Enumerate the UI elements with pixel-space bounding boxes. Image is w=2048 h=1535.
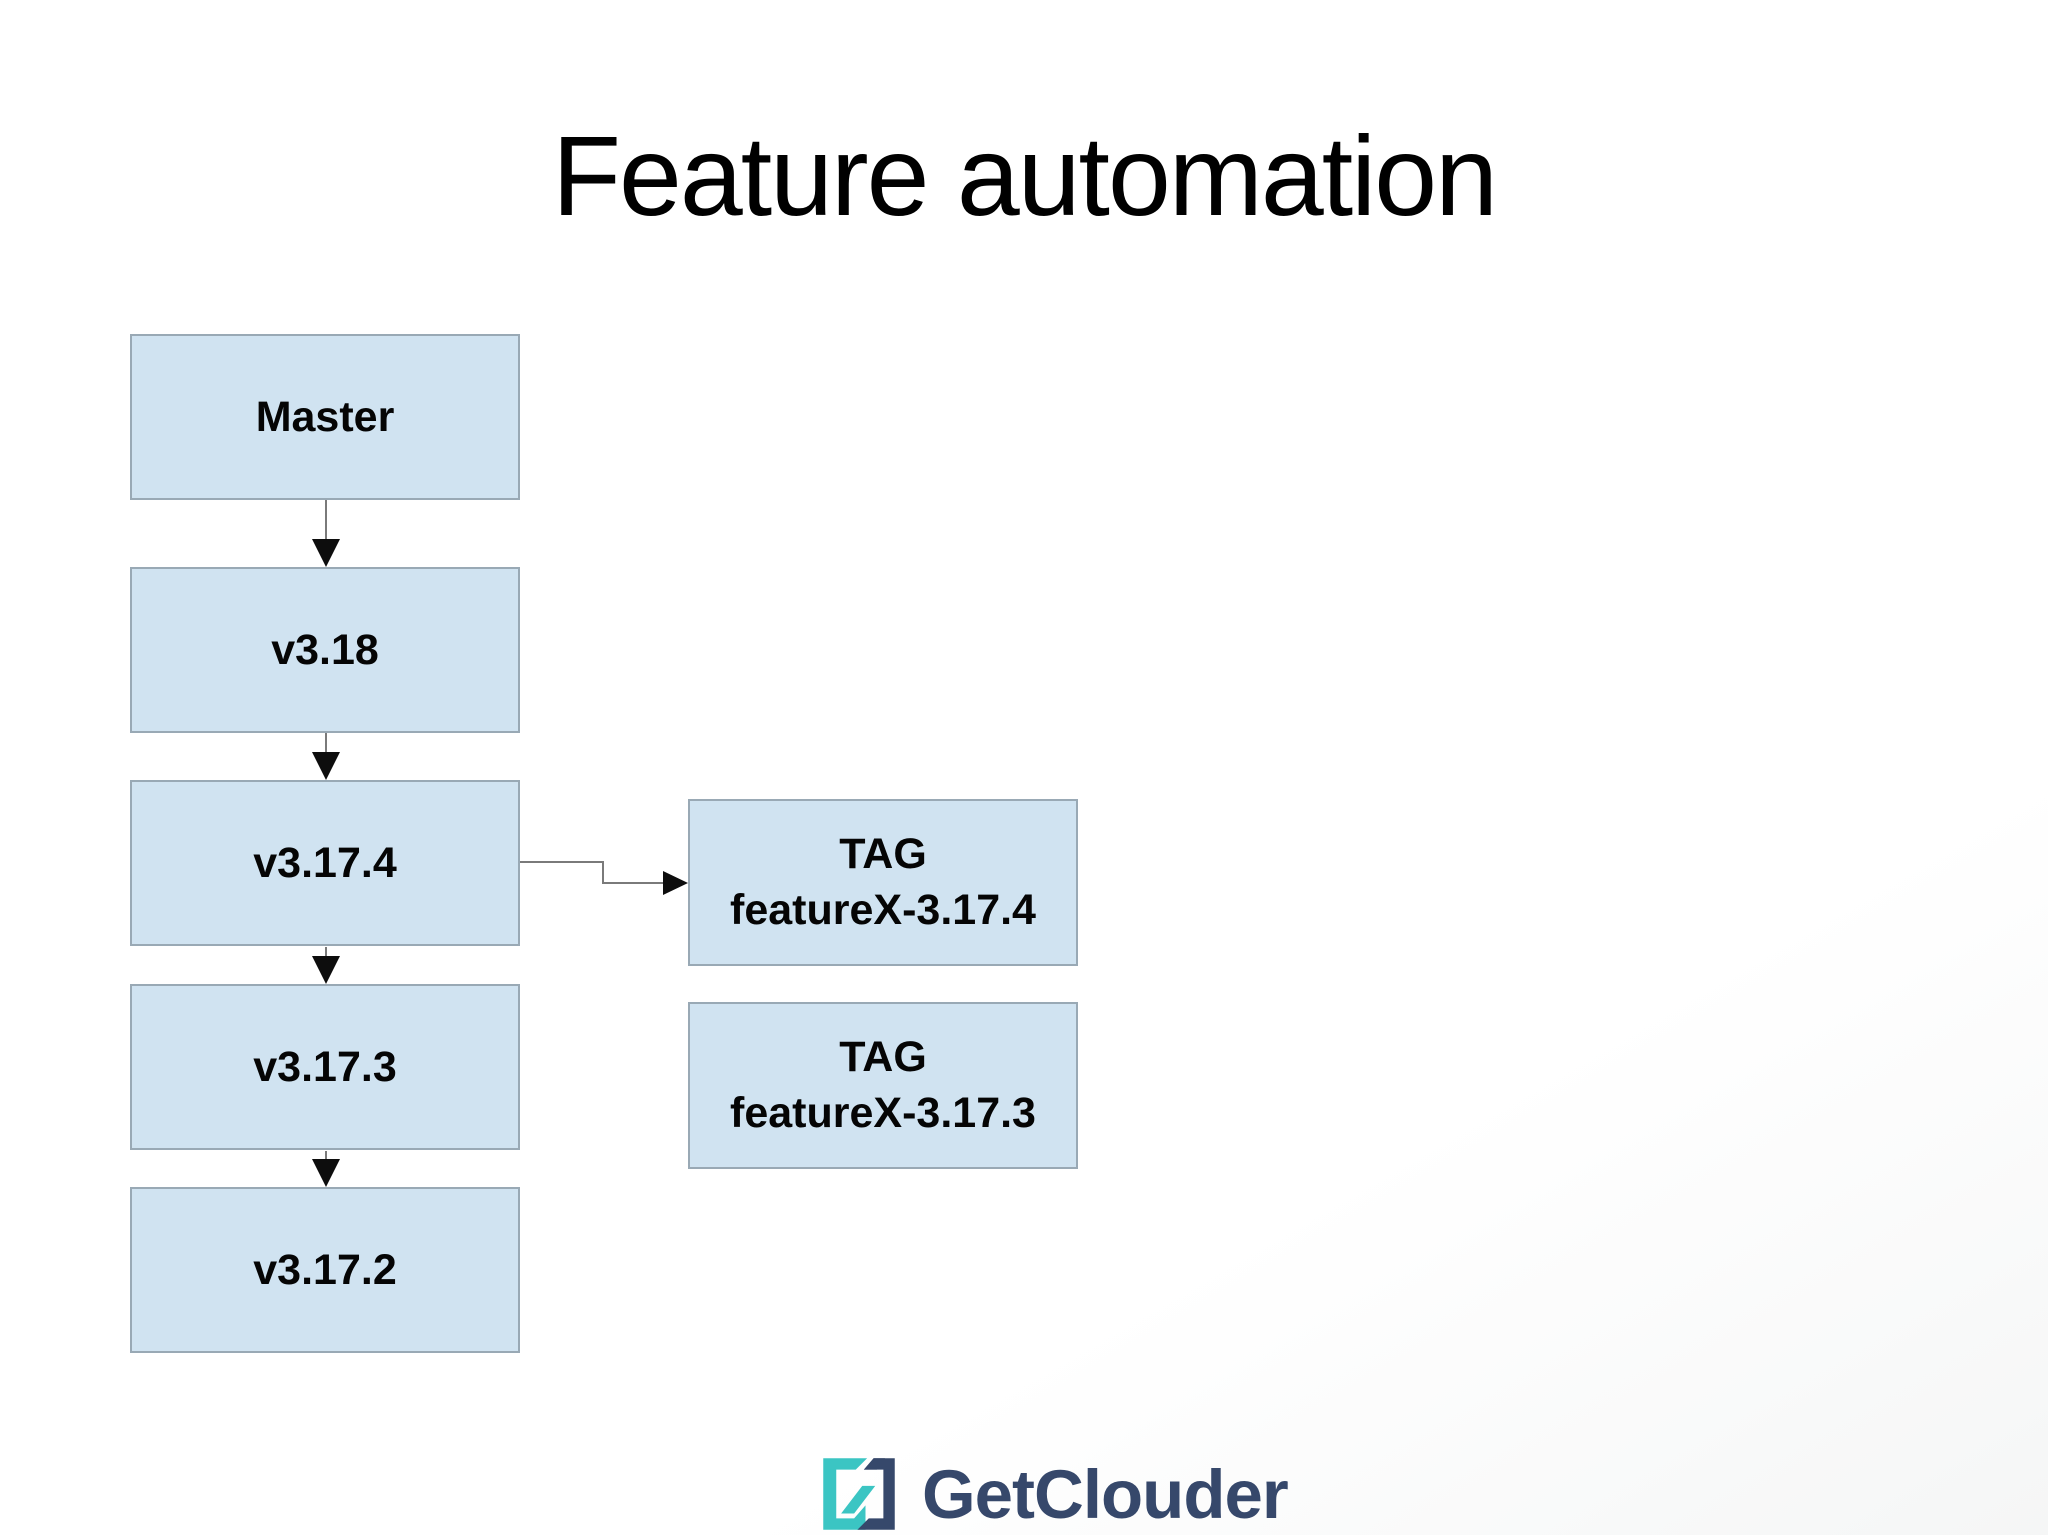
connector-v3-18-v3-17-4: [325, 733, 327, 753]
flow-node-v3-18: v3.18: [130, 567, 520, 733]
flow-node-label: v3.17.4: [253, 838, 397, 887]
connector-v3-17-4-tag-segment-h2: [602, 882, 664, 884]
connector-v3-17-4-tag-segment-v: [602, 861, 604, 884]
down-arrowhead-icon: [312, 1159, 340, 1187]
tag-node-line1: TAG: [839, 1032, 927, 1081]
brand-name: GetClouder: [922, 1455, 1289, 1533]
flow-node-label: v3.17.3: [253, 1042, 397, 1091]
tag-node-line2: featureX-3.17.3: [730, 1088, 1036, 1137]
flow-node-label: Master: [255, 392, 395, 441]
tag-node-line2: featureX-3.17.4: [730, 885, 1036, 934]
connector-master-v3-18: [325, 500, 327, 540]
connector-v3-17-4-tag-segment-h1: [520, 861, 604, 863]
connector-v3-17-3-v3-17-2: [325, 1151, 327, 1160]
tag-node-featurex-3-17-4: TAG featureX-3.17.4: [688, 799, 1078, 966]
flow-node-v3-17-4: v3.17.4: [130, 780, 520, 946]
flow-node-master: Master: [130, 334, 520, 500]
brand-footer: GetClouder: [820, 1454, 1289, 1534]
down-arrowhead-icon: [312, 752, 340, 780]
flow-node-label: v3.18: [271, 625, 379, 674]
connector-v3-17-4-v3-17-3: [325, 947, 327, 957]
down-arrowhead-icon: [312, 539, 340, 567]
tag-node-featurex-3-17-3: TAG featureX-3.17.3: [688, 1002, 1078, 1169]
flow-node-v3-17-3: v3.17.3: [130, 984, 520, 1150]
flow-node-label: v3.17.2: [253, 1245, 397, 1294]
getclouder-g-icon: [823, 1458, 895, 1530]
tag-node-line1: TAG: [839, 829, 927, 878]
flow-node-v3-17-2: v3.17.2: [130, 1187, 520, 1353]
right-arrowhead-icon: [663, 871, 688, 895]
down-arrowhead-icon: [312, 956, 340, 984]
page-title: Feature automation: [552, 113, 1498, 239]
